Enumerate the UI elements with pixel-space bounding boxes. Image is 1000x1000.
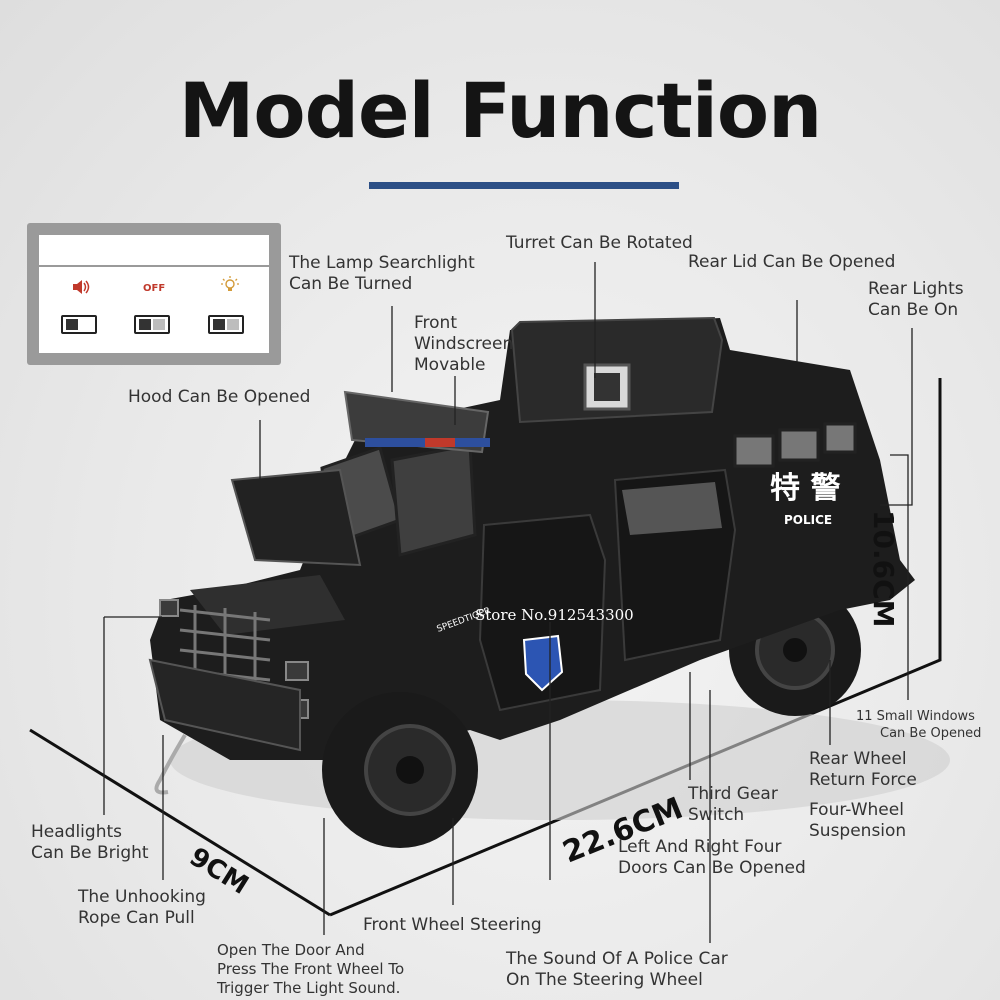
speaker-icon <box>72 279 90 299</box>
height-dimension: 10.6CM <box>867 510 900 628</box>
label-hood: Hood Can Be Opened <box>128 387 311 407</box>
page-title: Model Function <box>178 66 822 155</box>
side-text: 特 警 <box>770 471 840 506</box>
dimension-lines <box>29 378 942 917</box>
off-switch[interactable] <box>134 315 170 334</box>
label-front-steering: Front Wheel Steering <box>363 915 542 935</box>
switch-panel: OFF <box>27 223 281 365</box>
label-rear-lid: Rear Lid Can Be Opened <box>688 252 896 272</box>
sound-switch[interactable] <box>61 315 97 334</box>
label-turret: Turret Can Be Rotated <box>506 233 693 253</box>
light-switch[interactable] <box>208 315 244 334</box>
armored-vehicle <box>148 316 915 848</box>
off-label: OFF <box>143 283 166 294</box>
light-bulb-icon <box>220 275 240 299</box>
title-underline <box>369 182 679 189</box>
store-watermark: Store No.912543300 <box>475 606 634 624</box>
police-text: POLICE <box>784 513 832 527</box>
leader-lines <box>103 262 913 943</box>
